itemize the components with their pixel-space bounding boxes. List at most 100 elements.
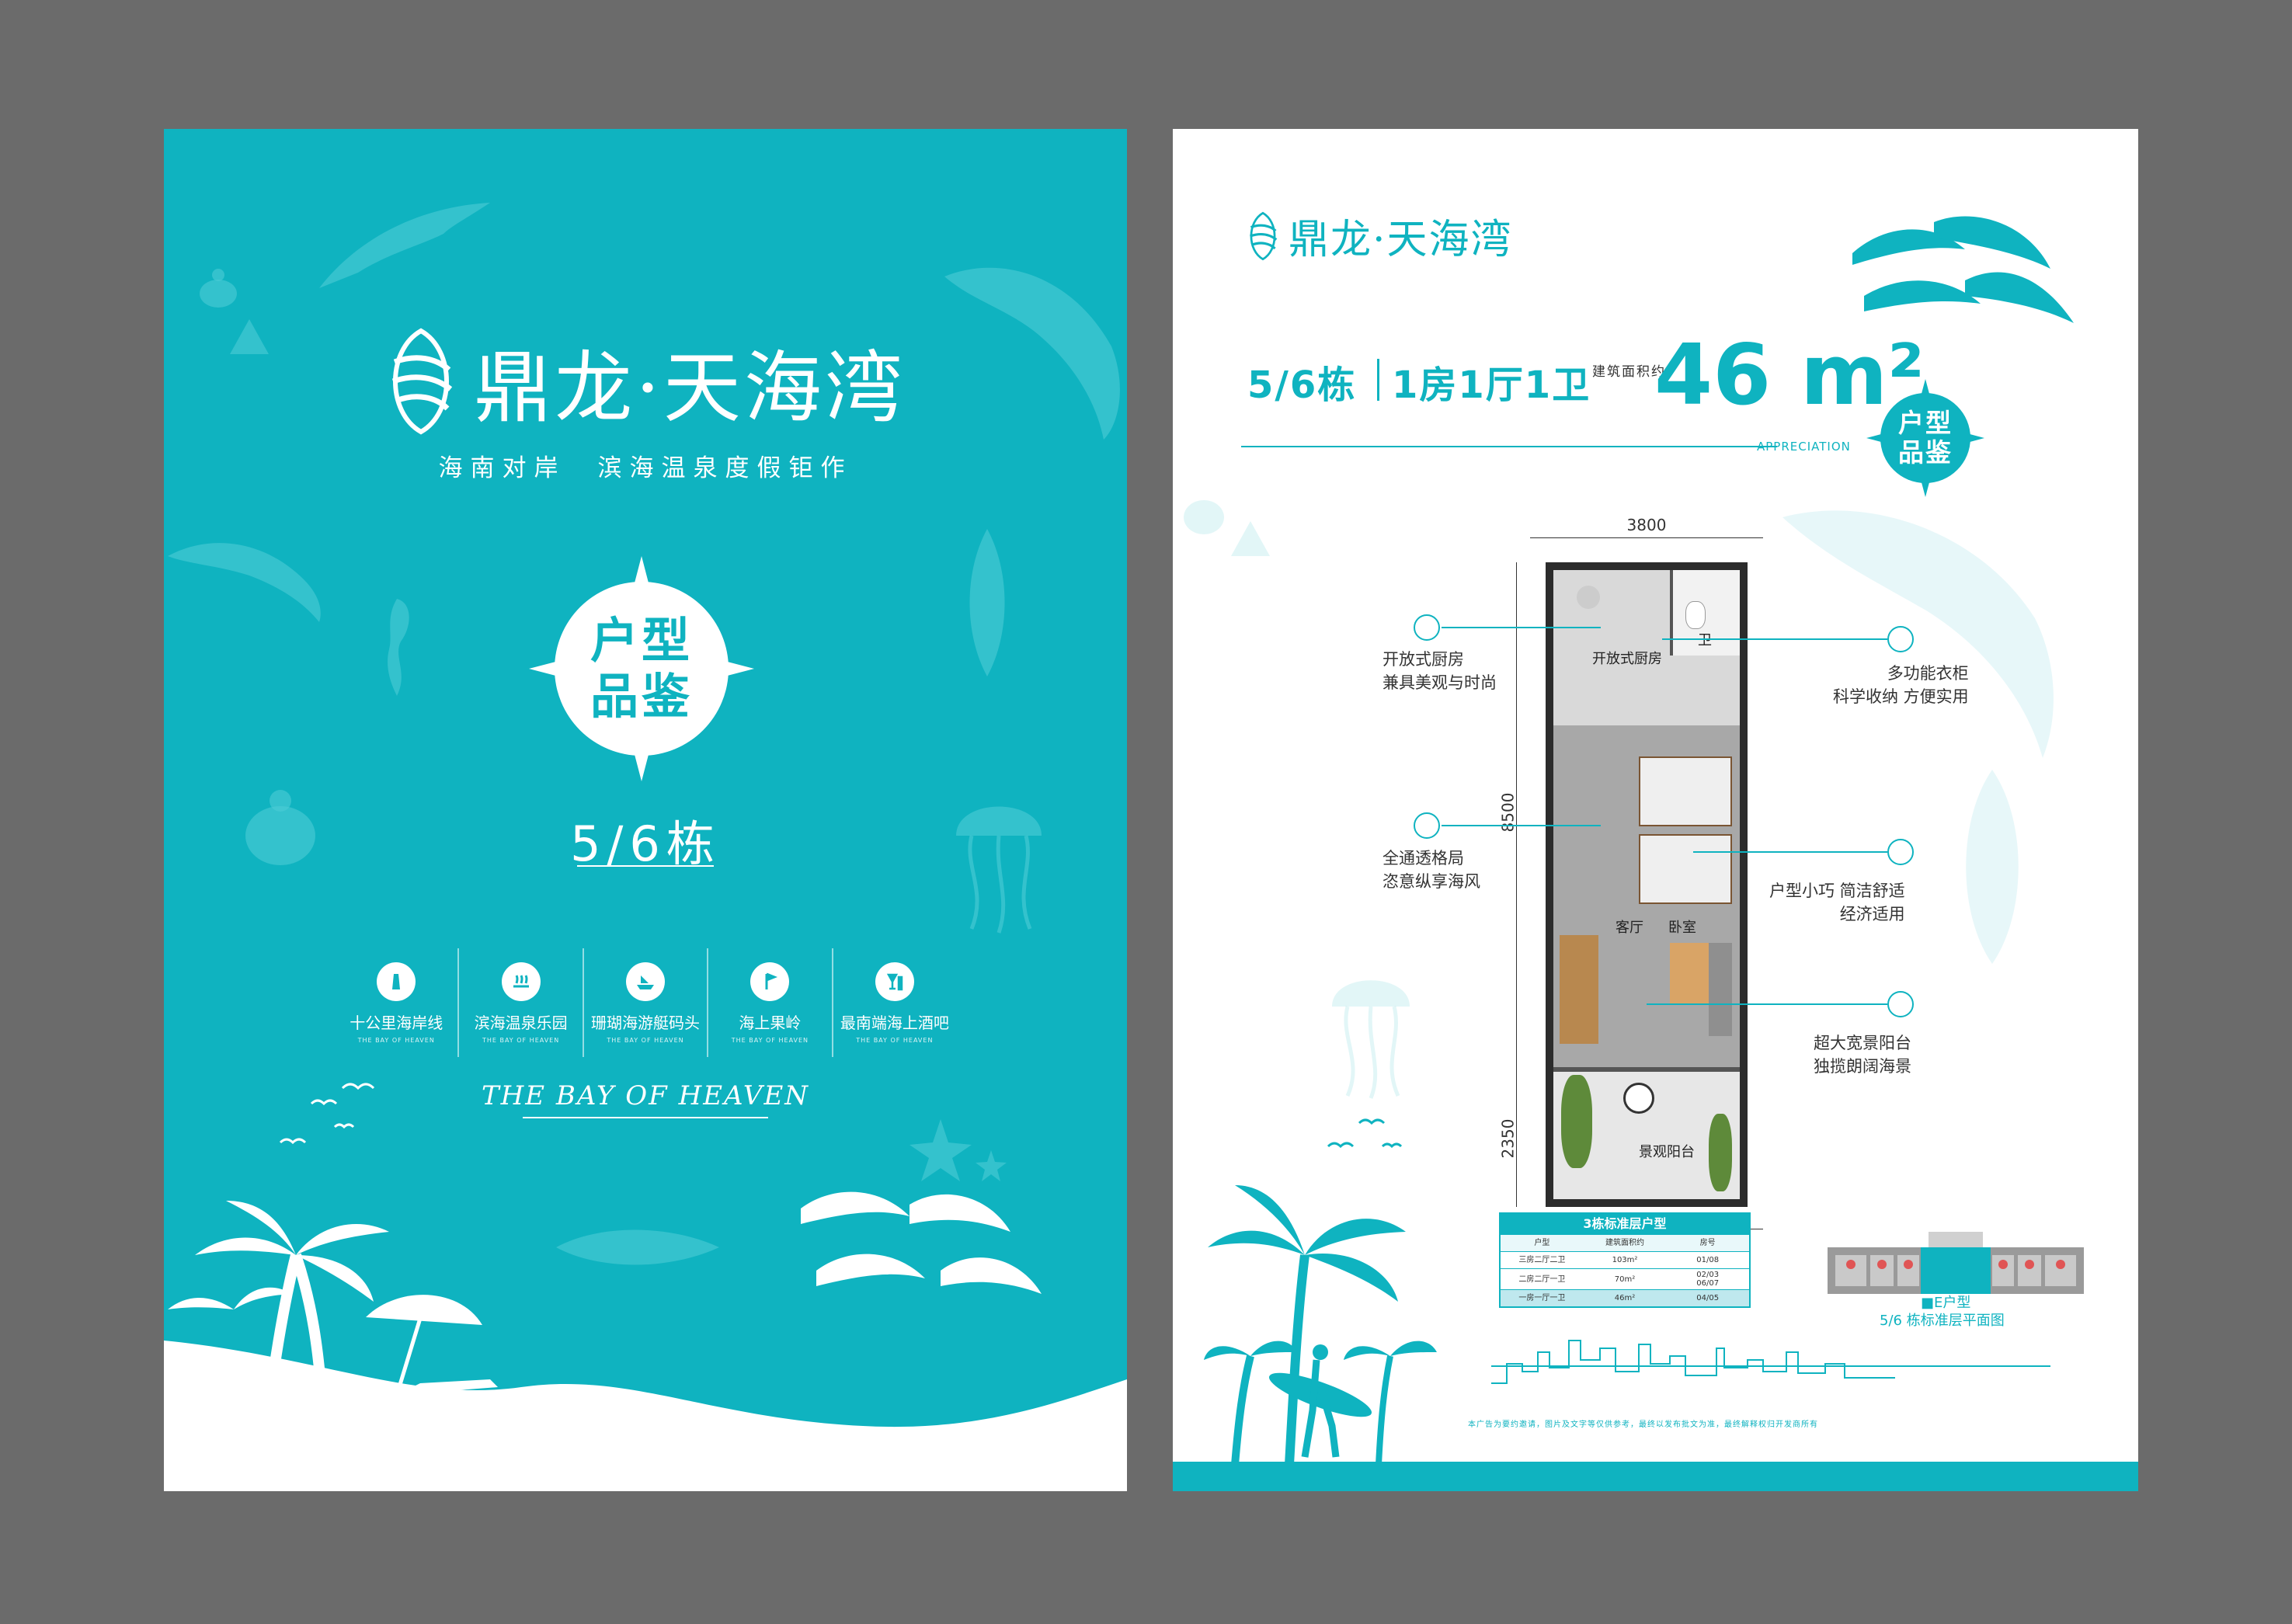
room-layout: 1房1厅1卫 bbox=[1392, 363, 1591, 407]
building-floor-plan bbox=[1828, 1232, 2084, 1294]
table-header: 建筑面积约 bbox=[1605, 1239, 1644, 1247]
feature-label: 十公里海岸线 bbox=[350, 1014, 443, 1032]
feature-item: 滨海温泉乐园 THE BAY OF HEAVEN bbox=[459, 948, 584, 1057]
shell-icon bbox=[1231, 521, 1270, 556]
hot-spring-icon bbox=[501, 962, 541, 1001]
area-label: 建筑面积约 bbox=[1592, 364, 1666, 380]
badge-line-2: 品鉴 bbox=[590, 668, 693, 725]
feature-label: 海上果岭 bbox=[739, 1014, 802, 1032]
feature-item: 海上果岭 THE BAY OF HEAVEN bbox=[708, 948, 833, 1057]
callout-desc: 兼具美观与时尚 bbox=[1383, 673, 1497, 692]
feature-label: 滨海温泉乐园 bbox=[474, 1014, 568, 1032]
callout-desc: 经济适用 bbox=[1839, 905, 1905, 923]
divider bbox=[577, 865, 714, 867]
detail-page: 鼎龙·天海湾 5/6栋 1房1厅1卫 建筑面积约 46 m² APPRECIAT… bbox=[1173, 129, 2138, 1491]
callout-line bbox=[1693, 851, 1887, 853]
dolphin-icon bbox=[168, 543, 321, 622]
room-label-living: 客厅 bbox=[1616, 920, 1643, 936]
feature-item: 十公里海岸线 THE BAY OF HEAVEN bbox=[335, 948, 460, 1057]
feature-label: 最南端海上酒吧 bbox=[840, 1014, 949, 1032]
cover-page: 鼎龙·天海湾 海南对岸 滨海温泉度假钜作 户型 品鉴 5/6栋 十公里海岸线 T… bbox=[164, 129, 1127, 1491]
brand-name: 鼎龙·天海湾 bbox=[1289, 217, 1513, 263]
building-label: 5/6栋 bbox=[1247, 363, 1357, 407]
table-cell: 70m² bbox=[1614, 1275, 1636, 1284]
bar-icon bbox=[875, 962, 914, 1001]
table-row: 二房二厅一卫 70m² 02/03 06/07 bbox=[1501, 1268, 1749, 1289]
floor-plan: 3800 8500 2350 开放式厨房 卫 客厅 卧 bbox=[1498, 516, 1763, 1254]
divider bbox=[523, 1117, 768, 1118]
dimension-line bbox=[1516, 562, 1517, 1059]
jellyfish-icon bbox=[1332, 980, 1410, 1099]
feature-list: 十公里海岸线 THE BAY OF HEAVEN 滨海温泉乐园 THE BAY … bbox=[335, 948, 956, 1057]
dimension-height-balcony: 2350 bbox=[1498, 1118, 1518, 1159]
skyline-illustration bbox=[1491, 1340, 1895, 1384]
dolphin-icon bbox=[319, 203, 490, 288]
dimension-line bbox=[1516, 1059, 1517, 1207]
unit-type-table: 3栋标准层户型 户型 建筑面积约 房号 三房二厅二卫 103m² 01/08 二… bbox=[1499, 1212, 1751, 1308]
feature-sub: THE BAY OF HEAVEN bbox=[482, 1037, 560, 1044]
bird-icon bbox=[279, 1083, 375, 1145]
callout-desc: 恣意纵享海风 bbox=[1383, 872, 1480, 891]
compass-badge-icon bbox=[1866, 379, 1984, 497]
table-title: 3栋标准层户型 bbox=[1501, 1214, 1749, 1234]
turtle-icon bbox=[200, 269, 237, 308]
callout-line bbox=[1442, 627, 1601, 628]
feature-sub: THE BAY OF HEAVEN bbox=[357, 1037, 435, 1044]
jellyfish-icon bbox=[956, 806, 1042, 934]
wardrobe-icon bbox=[1887, 626, 1914, 652]
feature-sub: THE BAY OF HEAVEN bbox=[731, 1037, 809, 1044]
footer-bar bbox=[1173, 1462, 2138, 1491]
chair-icon bbox=[1623, 1083, 1654, 1114]
divider bbox=[1241, 446, 1777, 447]
callout-line bbox=[1662, 638, 1887, 640]
divider bbox=[1491, 1365, 2050, 1367]
room-label-bedroom: 卧室 bbox=[1668, 920, 1696, 936]
building-label: 5/6栋 bbox=[570, 815, 721, 872]
divider bbox=[1377, 359, 1379, 401]
mini-plan-caption: 5/6 栋标准层平面图 bbox=[1880, 1313, 2005, 1329]
table-header: 户型 bbox=[1534, 1239, 1550, 1247]
callout-title: 全通透格局 bbox=[1383, 849, 1464, 868]
callout-line bbox=[1442, 825, 1601, 826]
callout-desc: 独揽朗阔海景 bbox=[1814, 1057, 1911, 1076]
brand-logo: 鼎龙·天海湾 海南对岸 滨海温泉度假钜作 bbox=[164, 325, 1127, 483]
circle-zero-icon bbox=[1887, 839, 1914, 865]
table-cell: 01/08 bbox=[1696, 1256, 1720, 1264]
yacht-icon bbox=[626, 962, 666, 1001]
callout-title: 开放式厨房 bbox=[1383, 650, 1464, 669]
callout-balcony: 超大宽景阳台 独揽朗阔海景 bbox=[1814, 1031, 1911, 1078]
room-label-bath: 卫 bbox=[1698, 632, 1712, 649]
compass-badge-icon bbox=[529, 556, 754, 781]
shell-logo-icon bbox=[391, 328, 453, 434]
feature-sub: THE BAY OF HEAVEN bbox=[607, 1037, 684, 1044]
floorplan-badge: 户型 品鉴 bbox=[529, 556, 754, 781]
slogan: THE BAY OF HEAVEN bbox=[481, 1080, 810, 1111]
sofa-icon bbox=[1709, 943, 1732, 1036]
brand-tagline: 海南对岸 滨海温泉度假钜作 bbox=[438, 454, 853, 482]
badge-line-1: 户型 bbox=[590, 612, 693, 669]
shell-icon bbox=[230, 319, 269, 354]
sink-icon bbox=[1577, 586, 1600, 609]
callout-title: 户型小巧 简洁舒适 bbox=[1769, 882, 1905, 900]
surfer-scene-illustration bbox=[1204, 1185, 1437, 1465]
dolphin-icon bbox=[1782, 510, 2054, 758]
turtle-icon bbox=[1184, 500, 1224, 534]
table-cell: 04/05 bbox=[1696, 1294, 1720, 1302]
dolphin-icon bbox=[1966, 770, 2019, 964]
room-label-kitchen: 开放式厨房 bbox=[1592, 651, 1662, 667]
plant-icon bbox=[1709, 1114, 1732, 1191]
appreciation-label: APPRECIATION bbox=[1757, 440, 1851, 454]
callout-title: 多功能衣柜 bbox=[1887, 664, 1969, 683]
bed-icon bbox=[1639, 834, 1732, 904]
dimension-line bbox=[1530, 537, 1763, 538]
toilet-icon bbox=[1685, 601, 1706, 629]
callout-line bbox=[1647, 1003, 1887, 1005]
bird-icon bbox=[1327, 1118, 1403, 1149]
sofa-icon bbox=[1560, 935, 1598, 1044]
beach-scene-illustration bbox=[164, 1191, 1127, 1491]
brand-name: 鼎龙·天海湾 bbox=[474, 343, 906, 433]
dolphin-group-illustration bbox=[1852, 216, 2074, 323]
callout-title: 超大宽景阳台 bbox=[1814, 1034, 1911, 1052]
callout-compact: 户型小巧 简洁舒适 经济适用 bbox=[1769, 879, 1905, 926]
shell-logo-icon bbox=[1250, 211, 1278, 260]
